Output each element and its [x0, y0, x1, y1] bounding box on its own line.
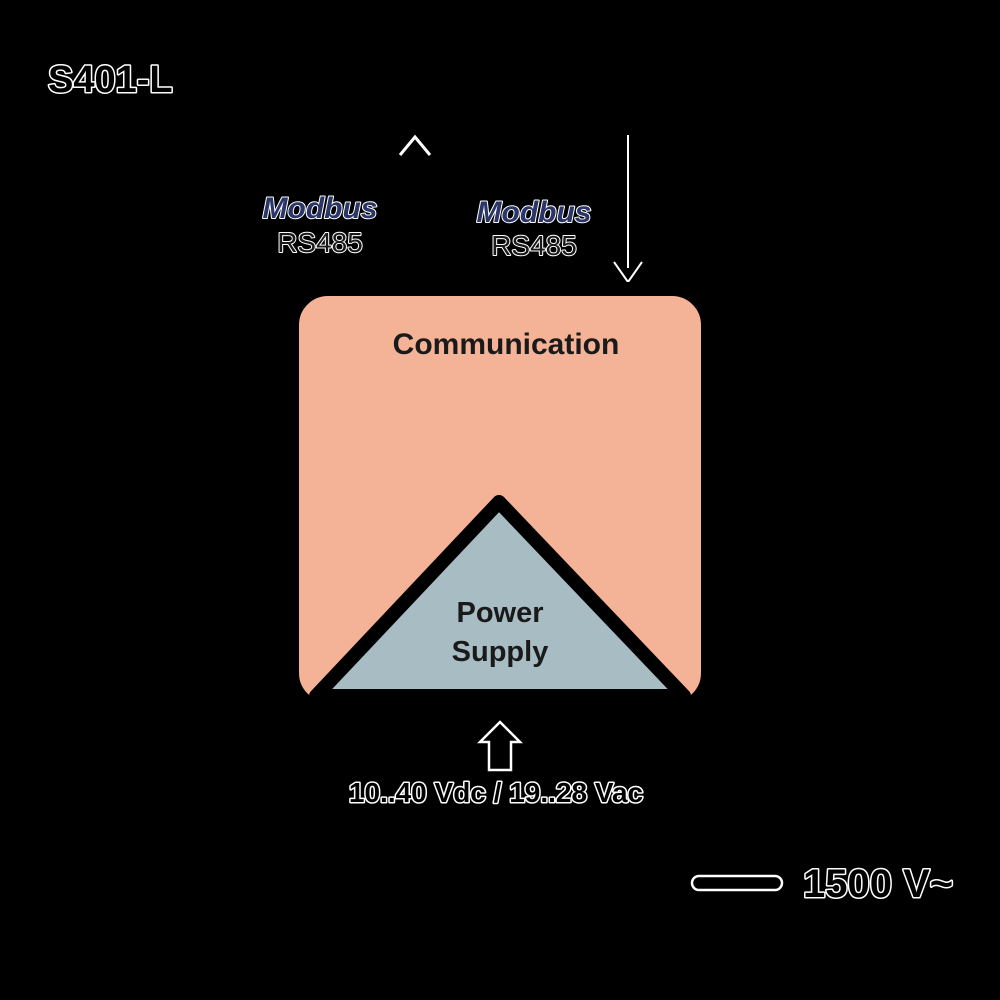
- isolation-indicator: 1500 V~: [690, 861, 955, 908]
- model-title: S401-L: [48, 59, 173, 101]
- supply-voltage-label: 10..40 Vdc / 19..28 Vac: [349, 777, 643, 808]
- supply-input-arrow-icon: [476, 720, 524, 772]
- output-arrow-icon: [398, 134, 432, 282]
- input-protocol-logo: Modbus: [477, 196, 592, 229]
- isolation-voltage-label: 1500 V~: [803, 862, 953, 906]
- input-arrow-icon: [613, 135, 643, 284]
- power-supply-label-line1: Power: [456, 597, 543, 629]
- isolation-bar-icon: [690, 874, 784, 892]
- output-protocol-logo: Modbus: [263, 192, 378, 225]
- power-supply-block: [309, 495, 691, 703]
- power-supply-label-line2: Supply: [452, 636, 549, 668]
- input-interface-label: RS485: [491, 230, 577, 261]
- communication-label: Communication: [393, 328, 620, 361]
- output-interface-label: RS485: [277, 227, 363, 258]
